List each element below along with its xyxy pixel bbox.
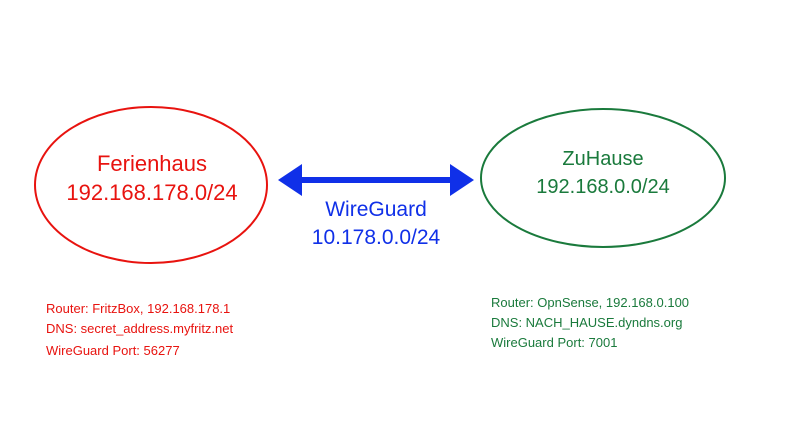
zuhause-router: Router: OpnSense, 192.168.0.100 xyxy=(491,295,690,310)
wireguard-label: WireGuard 10.178.0.0/24 xyxy=(276,196,476,252)
zuhause-port: WireGuard Port: 7001 xyxy=(491,335,618,350)
ferienhaus-router: Router: FritzBox, 192.168.178.1 xyxy=(46,301,231,316)
ferienhaus-dns: DNS: secret_address.myfritz.net xyxy=(46,321,234,336)
zuhause-label: ZuHause 192.168.0.0/24 xyxy=(481,146,725,202)
ferienhaus-info: Router: FritzBox, 192.168.178.1 DNS: sec… xyxy=(46,299,233,361)
ferienhaus-port: WireGuard Port: 56277 xyxy=(46,343,180,358)
wireguard-name: WireGuard xyxy=(325,198,427,221)
zuhause-dns: DNS: NACH_HAUSE.dyndns.org xyxy=(491,315,683,330)
zuhause-info: Router: OpnSense, 192.168.0.100 DNS: NAC… xyxy=(491,293,689,353)
zuhause-name: ZuHause xyxy=(562,148,644,170)
wireguard-arrow xyxy=(278,164,474,196)
ferienhaus-ellipse xyxy=(34,106,268,264)
ferienhaus-network: 192.168.178.0/24 xyxy=(66,180,238,205)
ferienhaus-label: Ferienhaus 192.168.178.0/24 xyxy=(40,150,264,208)
ferienhaus-name: Ferienhaus xyxy=(96,151,208,176)
zuhause-ellipse xyxy=(480,108,726,248)
wireguard-network: 10.178.0.0/24 xyxy=(311,226,441,249)
zuhause-network: 192.168.0.0/24 xyxy=(536,176,670,198)
